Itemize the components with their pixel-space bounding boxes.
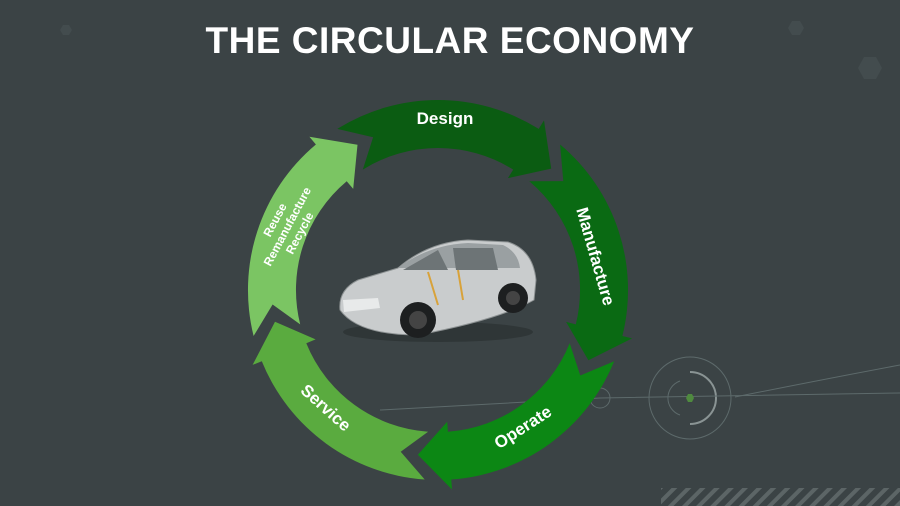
cycle-arrow-operate bbox=[417, 343, 615, 490]
hud-hex-icon bbox=[686, 394, 694, 402]
hatched-bar bbox=[661, 488, 900, 506]
cycle-arrow-manufacture bbox=[529, 144, 633, 361]
hexagon-decor bbox=[60, 21, 882, 79]
hud-decor bbox=[379, 356, 900, 440]
cycle-arrow-service bbox=[252, 321, 429, 480]
cycle-arrow-design bbox=[337, 100, 552, 179]
page-title: THE CIRCULAR ECONOMY bbox=[205, 20, 695, 61]
segment-label-design: Design bbox=[417, 109, 474, 128]
cycle-arrow-reuse bbox=[247, 136, 358, 336]
center-car-image bbox=[339, 239, 537, 342]
